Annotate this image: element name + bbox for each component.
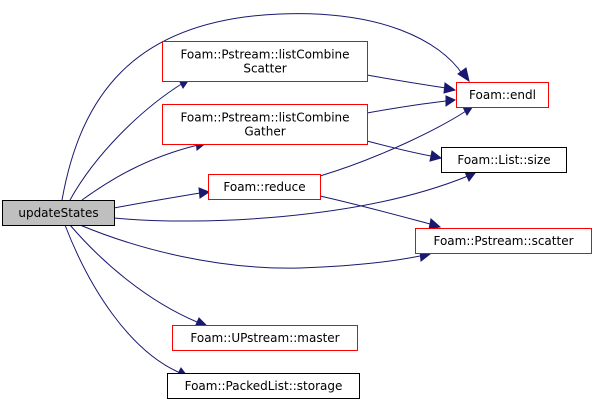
node-box xyxy=(2,200,115,226)
node-box xyxy=(208,174,321,200)
node-label: Foam::Pstream::listCombine xyxy=(180,48,349,62)
edge-line xyxy=(319,195,431,225)
edge-root-to-master xyxy=(69,224,208,328)
node-size[interactable]: Foam::List::size xyxy=(441,147,567,173)
node-box xyxy=(441,147,567,173)
node-box xyxy=(456,82,549,108)
edge-lcg-to-endl xyxy=(366,95,457,114)
edge-line xyxy=(366,74,447,89)
edge-line xyxy=(319,110,467,177)
edge-line xyxy=(69,82,184,201)
edge-lcg-to-size xyxy=(366,140,443,162)
node-root: updateStates xyxy=(2,200,115,226)
node-label: Foam::PackedList::storage xyxy=(185,379,343,393)
node-label: Foam::reduce xyxy=(223,180,305,194)
edges-layer xyxy=(61,13,476,378)
arrowhead-icon xyxy=(428,218,442,230)
arrowhead-icon xyxy=(443,82,457,94)
node-label: Foam::List::size xyxy=(457,153,550,167)
node-label: updateStates xyxy=(18,206,98,220)
edge-line xyxy=(79,224,421,269)
edge-line xyxy=(64,224,179,373)
edge-root-to-lcg xyxy=(81,139,209,201)
node-label: Scatter xyxy=(243,62,286,76)
nodes-layer: updateStatesFoam::Pstream::listCombineSc… xyxy=(2,41,592,399)
edge-line xyxy=(113,192,201,209)
node-label: Foam::Pstream::scatter xyxy=(433,234,573,248)
arrowhead-icon xyxy=(198,187,211,199)
edge-root-to-endl xyxy=(61,13,470,201)
node-box xyxy=(172,325,358,351)
node-reduce[interactable]: Foam::reduce xyxy=(208,174,321,200)
node-label: Foam::endl xyxy=(469,88,536,102)
arrowhead-icon xyxy=(457,67,470,83)
node-label: Foam::UPstream::master xyxy=(190,331,339,345)
edge-line xyxy=(61,13,464,201)
node-scatter[interactable]: Foam::Pstream::scatter xyxy=(415,228,592,254)
edge-root-to-scatter xyxy=(79,224,432,269)
edge-line xyxy=(366,100,447,114)
arrowhead-icon xyxy=(464,171,476,182)
arrowhead-icon xyxy=(429,150,443,162)
edge-root-to-reduce xyxy=(113,187,211,209)
node-endl[interactable]: Foam::endl xyxy=(456,82,549,108)
edge-line xyxy=(113,175,469,222)
node-master[interactable]: Foam::UPstream::master xyxy=(172,325,358,351)
edge-root-to-storage xyxy=(64,224,188,378)
edge-line xyxy=(81,144,199,201)
node-label: Gather xyxy=(244,125,285,139)
node-label: Foam::Pstream::listCombine xyxy=(180,111,349,125)
node-box xyxy=(167,373,360,399)
node-box xyxy=(162,104,368,145)
node-storage[interactable]: Foam::PackedList::storage xyxy=(167,373,360,399)
edge-line xyxy=(366,140,432,157)
node-box xyxy=(162,41,368,82)
edge-reduce-to-scatter xyxy=(319,195,442,230)
edge-line xyxy=(69,224,198,323)
arrowhead-icon xyxy=(445,95,457,107)
edge-lcs-to-endl xyxy=(366,74,457,94)
node-box xyxy=(415,228,592,254)
